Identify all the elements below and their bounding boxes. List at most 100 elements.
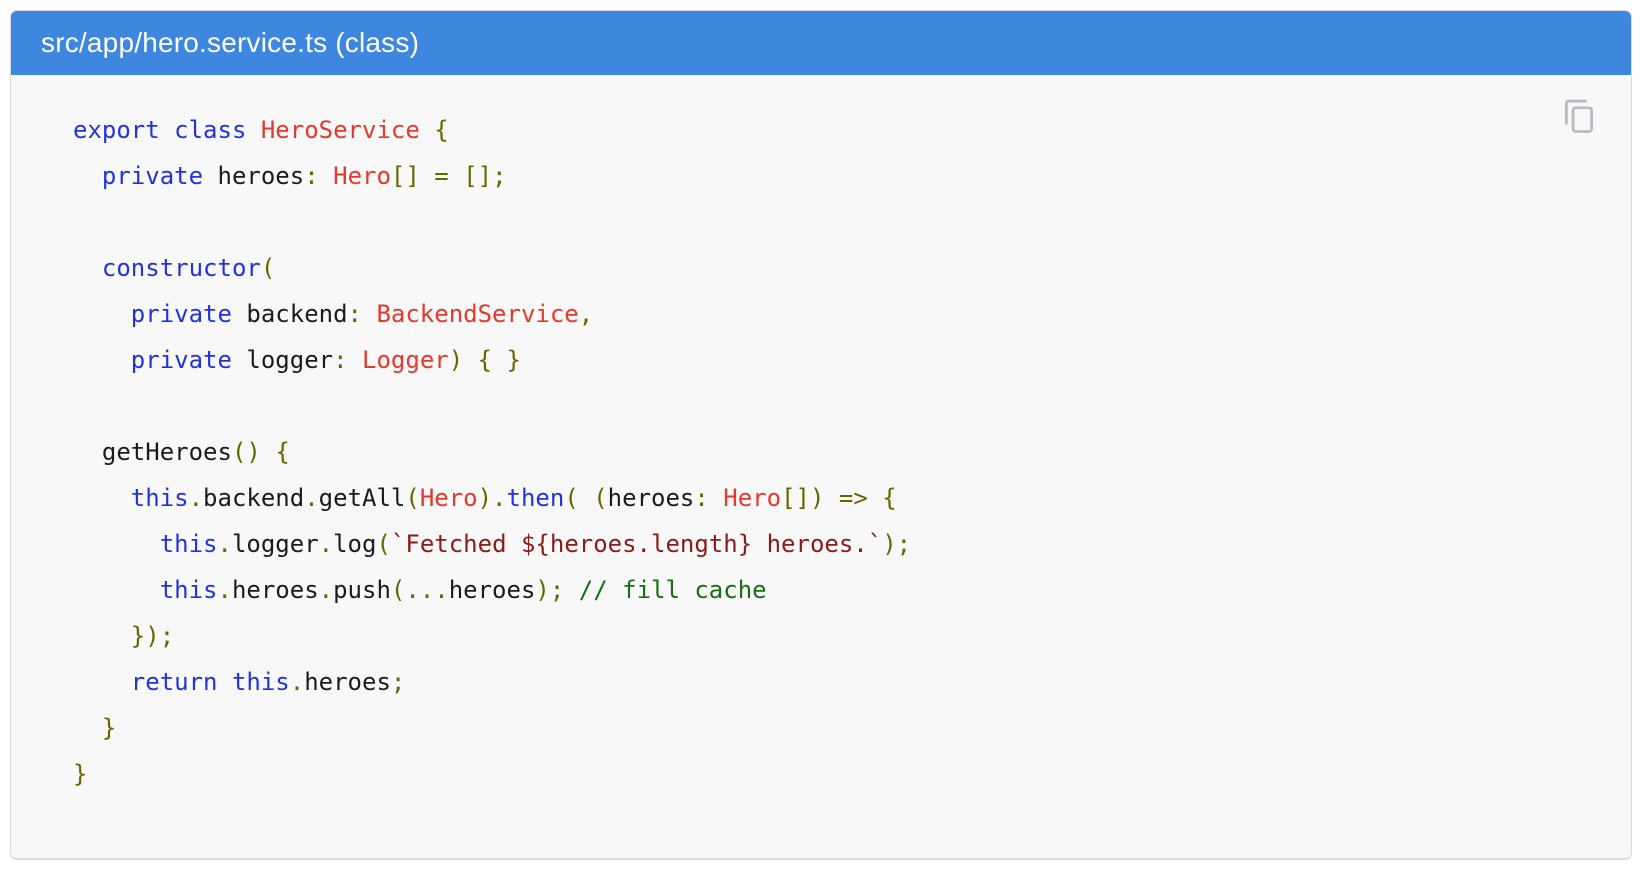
code-content: export class HeroService { private heroe… — [73, 107, 1601, 797]
code-token-type: Logger — [362, 346, 449, 374]
code-line: export class HeroService { — [73, 107, 1601, 153]
code-line: this.backend.getAll(Hero).then( (heroes:… — [73, 475, 1601, 521]
code-token-keyword: class — [174, 116, 247, 144]
code-token-plain — [362, 300, 376, 328]
code-token-keyword: this — [130, 484, 189, 512]
code-token-keyword: private — [101, 162, 204, 190]
code-token-plain: heroes — [448, 576, 536, 604]
code-token-punctuation: . — [188, 484, 204, 512]
code-token-punctuation: . — [318, 576, 334, 604]
code-token-plain: logger — [231, 346, 334, 374]
code-line: constructor( — [73, 245, 1601, 291]
code-token-plain — [319, 162, 333, 190]
code-token-plain: logger — [231, 530, 319, 558]
code-token-plain: heroes — [304, 668, 391, 696]
code-token-plain — [709, 484, 723, 512]
code-token-punctuation: }); — [130, 622, 175, 650]
code-token-punctuation: => — [838, 484, 868, 512]
code-line: private backend: BackendService, — [73, 291, 1601, 337]
copy-button[interactable] — [1555, 93, 1603, 141]
code-token-punctuation: { — [477, 346, 493, 374]
code-token-plain: heroes — [231, 576, 319, 604]
code-token-keyword: private — [130, 300, 232, 328]
code-token-plain — [261, 438, 275, 466]
code-token-type: Hero — [333, 162, 391, 190]
code-token-plain: getHeroes — [73, 438, 232, 466]
code-token-punctuation: , — [578, 300, 594, 328]
code-token-type: Hero — [723, 484, 782, 512]
code-token-plain — [73, 530, 160, 558]
code-token-plain — [73, 254, 102, 282]
code-token-punctuation: ( — [260, 254, 276, 282]
code-token-punctuation: []) — [781, 484, 825, 512]
code-token-punctuation: ( — [593, 484, 608, 512]
code-token-plain — [492, 346, 506, 374]
code-token-plain — [73, 162, 102, 190]
code-token-plain: log — [333, 530, 377, 558]
code-token-punctuation: ( — [564, 484, 579, 512]
code-token-punctuation: . — [217, 576, 232, 604]
code-header: src/app/hero.service.ts (class) — [11, 11, 1631, 75]
code-token-plain — [868, 484, 882, 512]
code-token-punctuation: ( — [376, 530, 391, 558]
code-header-title: src/app/hero.service.ts (class) — [41, 27, 420, 58]
code-token-plain: backend — [203, 484, 305, 512]
code-token-keyword: private — [130, 346, 232, 374]
code-token-type: BackendService — [376, 300, 579, 328]
code-body: export class HeroService { private heroe… — [11, 75, 1631, 858]
code-line: }); — [73, 613, 1601, 659]
code-line: private heroes: Hero[] = []; — [73, 153, 1601, 199]
code-token-plain — [463, 346, 477, 374]
code-token-plain — [420, 116, 434, 144]
code-token-punctuation: { — [275, 438, 290, 466]
code-token-punctuation: : — [347, 300, 362, 328]
copy-icon — [1565, 99, 1594, 133]
code-line: private logger: Logger) { } — [73, 337, 1601, 383]
code-token-keyword: then — [506, 484, 565, 512]
code-line — [73, 383, 1601, 429]
code-token-punctuation: . — [318, 530, 334, 558]
code-token-plain — [420, 162, 434, 190]
code-token-keyword: constructor — [101, 254, 261, 282]
code-token-punctuation: : — [694, 484, 709, 512]
code-token-punctuation: ); — [882, 530, 912, 558]
code-line: this.logger.log(`Fetched ${heroes.length… — [73, 521, 1601, 567]
code-token-plain — [579, 484, 593, 512]
code-token-plain — [449, 162, 463, 190]
code-token-punctuation: { — [882, 484, 897, 512]
code-token-plain: getAll — [318, 484, 406, 512]
code-token-plain — [73, 714, 102, 742]
code-token-type: HeroService — [260, 116, 420, 144]
code-token-punctuation: } — [101, 714, 117, 742]
code-token-punctuation: = — [434, 162, 449, 190]
code-token-punctuation: } — [506, 346, 521, 374]
code-token-plain — [564, 576, 578, 604]
code-example-panel: src/app/hero.service.ts (class) export c… — [10, 10, 1632, 860]
code-token-plain: heroes — [203, 162, 305, 190]
code-line: getHeroes() { — [73, 429, 1601, 475]
code-token-punctuation: } — [73, 760, 88, 788]
code-token-keyword: this — [159, 530, 218, 558]
code-line: this.heroes.push(...heroes); // fill cac… — [73, 567, 1601, 613]
code-token-keyword: this — [231, 668, 290, 696]
code-token-plain — [73, 622, 131, 650]
code-token-punctuation: { — [434, 116, 449, 144]
code-token-comment: // fill cache — [578, 576, 767, 604]
code-token-plain — [246, 116, 260, 144]
code-token-punctuation: . — [304, 484, 319, 512]
code-block: export class HeroService { private heroe… — [11, 75, 1631, 858]
code-token-plain — [73, 346, 131, 374]
code-token-plain — [824, 484, 838, 512]
code-token-punctuation: . — [289, 668, 305, 696]
code-line: } — [73, 751, 1601, 797]
code-token-plain: heroes — [607, 484, 695, 512]
code-token-punctuation: (... — [390, 576, 449, 604]
code-token-punctuation: []; — [463, 162, 507, 190]
code-token-plain — [218, 668, 232, 696]
code-line: } — [73, 705, 1601, 751]
code-token-punctuation: ); — [535, 576, 565, 604]
code-token-type: Hero — [419, 484, 478, 512]
code-token-punctuation: [] — [390, 162, 420, 190]
code-token-plain — [160, 116, 174, 144]
code-token-plain — [73, 300, 131, 328]
